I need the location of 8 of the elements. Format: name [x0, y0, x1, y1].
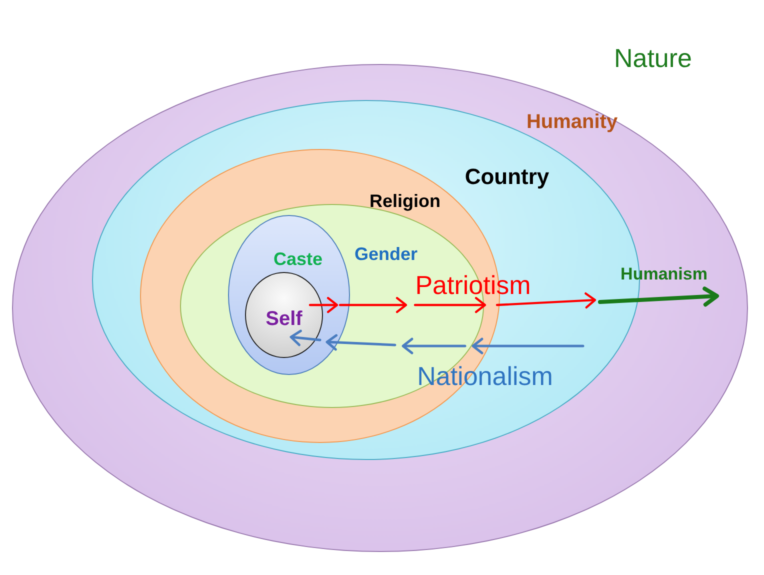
region-label: Nature [614, 45, 692, 71]
region-label: Self [266, 309, 302, 329]
arrow-caption: Patriotism [415, 272, 531, 298]
region-label: Caste [273, 250, 323, 268]
region-label: Gender [354, 245, 418, 263]
region-label: Religion [370, 192, 440, 210]
region-label: Humanity [526, 112, 618, 132]
region-label: Country [464, 166, 550, 188]
